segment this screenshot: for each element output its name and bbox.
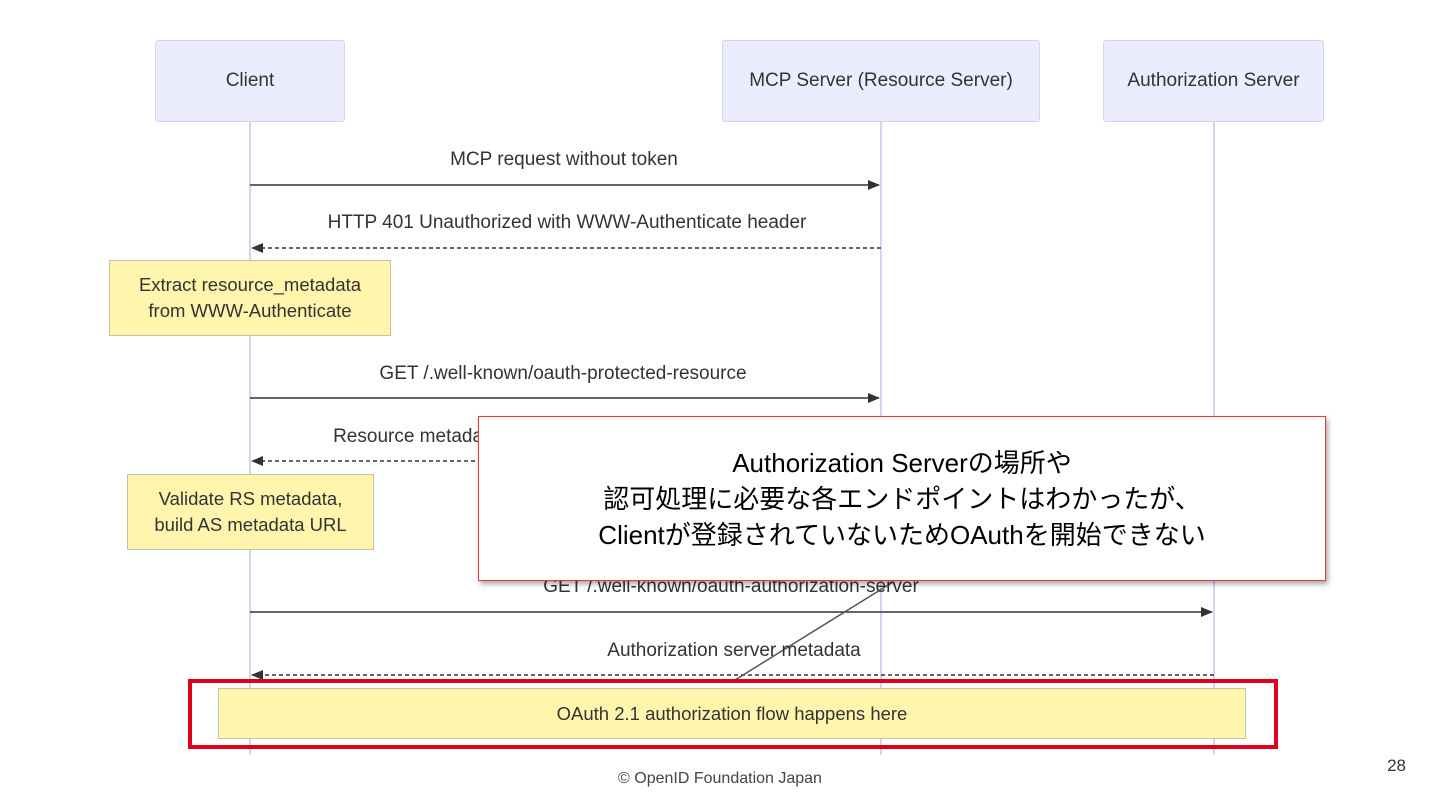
message-label: GET /.well-known/oauth-authorization-ser… [543, 576, 919, 597]
actor-mcp-server-label: MCP Server (Resource Server) [749, 70, 1013, 91]
note-oauth-flow: OAuth 2.1 authorization flow happens her… [218, 688, 1246, 739]
actor-authorization-server: Authorization Server [1103, 40, 1324, 122]
callout-pointer-line [734, 581, 894, 681]
message-label: Resource metadata [333, 426, 499, 447]
message-label: HTTP 401 Unauthorized with WWW-Authentic… [327, 212, 807, 233]
actor-client-label: Client [225, 70, 275, 91]
callout-line: Clientが登録されていないためOAuthを開始できない [598, 519, 1206, 550]
footer-copyright: © OpenID Foundation Japan [618, 770, 822, 787]
note-validate-rs-metadata: Validate RS metadata, build AS metadata … [127, 474, 374, 550]
highlight-frame [188, 679, 1278, 749]
message-label: MCP request without token [450, 149, 678, 170]
callout-line: Authorization Serverの場所や [732, 447, 1072, 478]
page-number: 28 [1387, 756, 1406, 775]
callout-line: 認可処理に必要な各エンドポイントはわかったが、 [603, 483, 1201, 514]
actor-authorization-server-label: Authorization Server [1127, 70, 1300, 91]
note-extract-resource-metadata: Extract resource_metadata from WWW-Authe… [109, 260, 391, 336]
message-label: Authorization server metadata [607, 640, 861, 661]
message-label: GET /.well-known/oauth-protected-resourc… [379, 363, 747, 384]
actor-client: Client [155, 40, 345, 122]
actor-mcp-server: MCP Server (Resource Server) [722, 40, 1040, 122]
annotation-callout: Authorization Serverの場所や 認可処理に必要な各エンドポイン… [478, 416, 1326, 581]
